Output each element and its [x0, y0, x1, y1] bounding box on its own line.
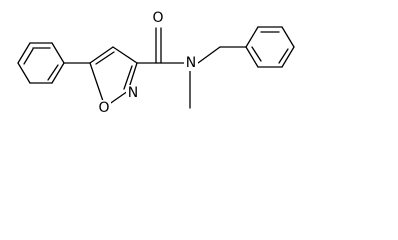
bond	[51, 42, 65, 64]
atom-label-ring-oxygen: O	[97, 100, 111, 116]
double-bond-inner	[123, 65, 133, 90]
bond	[17, 42, 31, 64]
bond	[51, 62, 65, 84]
atom-label-amide-nitrogen: N	[184, 55, 198, 71]
double-bond-inner	[278, 48, 289, 64]
double-bond-inner	[47, 64, 59, 81]
double-bond-inner	[95, 51, 115, 65]
bond	[89, 46, 114, 64]
bond	[281, 46, 295, 68]
double-bond-inner	[23, 48, 34, 65]
molecule-structure-diagram: O N N O	[17, 10, 295, 116]
amide-nitrogen-label: N	[186, 55, 196, 71]
bond	[89, 62, 106, 108]
ring-nitrogen-label: N	[128, 85, 138, 101]
bond	[245, 26, 259, 48]
bond	[112, 46, 138, 64]
phenyl-ring-left	[17, 42, 65, 84]
phenyl-ring-right	[245, 26, 295, 68]
carbonyl-oxygen-label: O	[152, 10, 163, 26]
double-bond-inner	[251, 46, 262, 62]
atom-label-ring-nitrogen: N	[126, 85, 140, 101]
bond	[245, 46, 259, 68]
bond	[17, 62, 31, 84]
bond	[281, 26, 295, 48]
atom-label-carbonyl-oxygen: O	[151, 10, 165, 26]
bond-n-benzyl	[197, 46, 221, 64]
ring-oxygen-label: O	[98, 100, 109, 116]
